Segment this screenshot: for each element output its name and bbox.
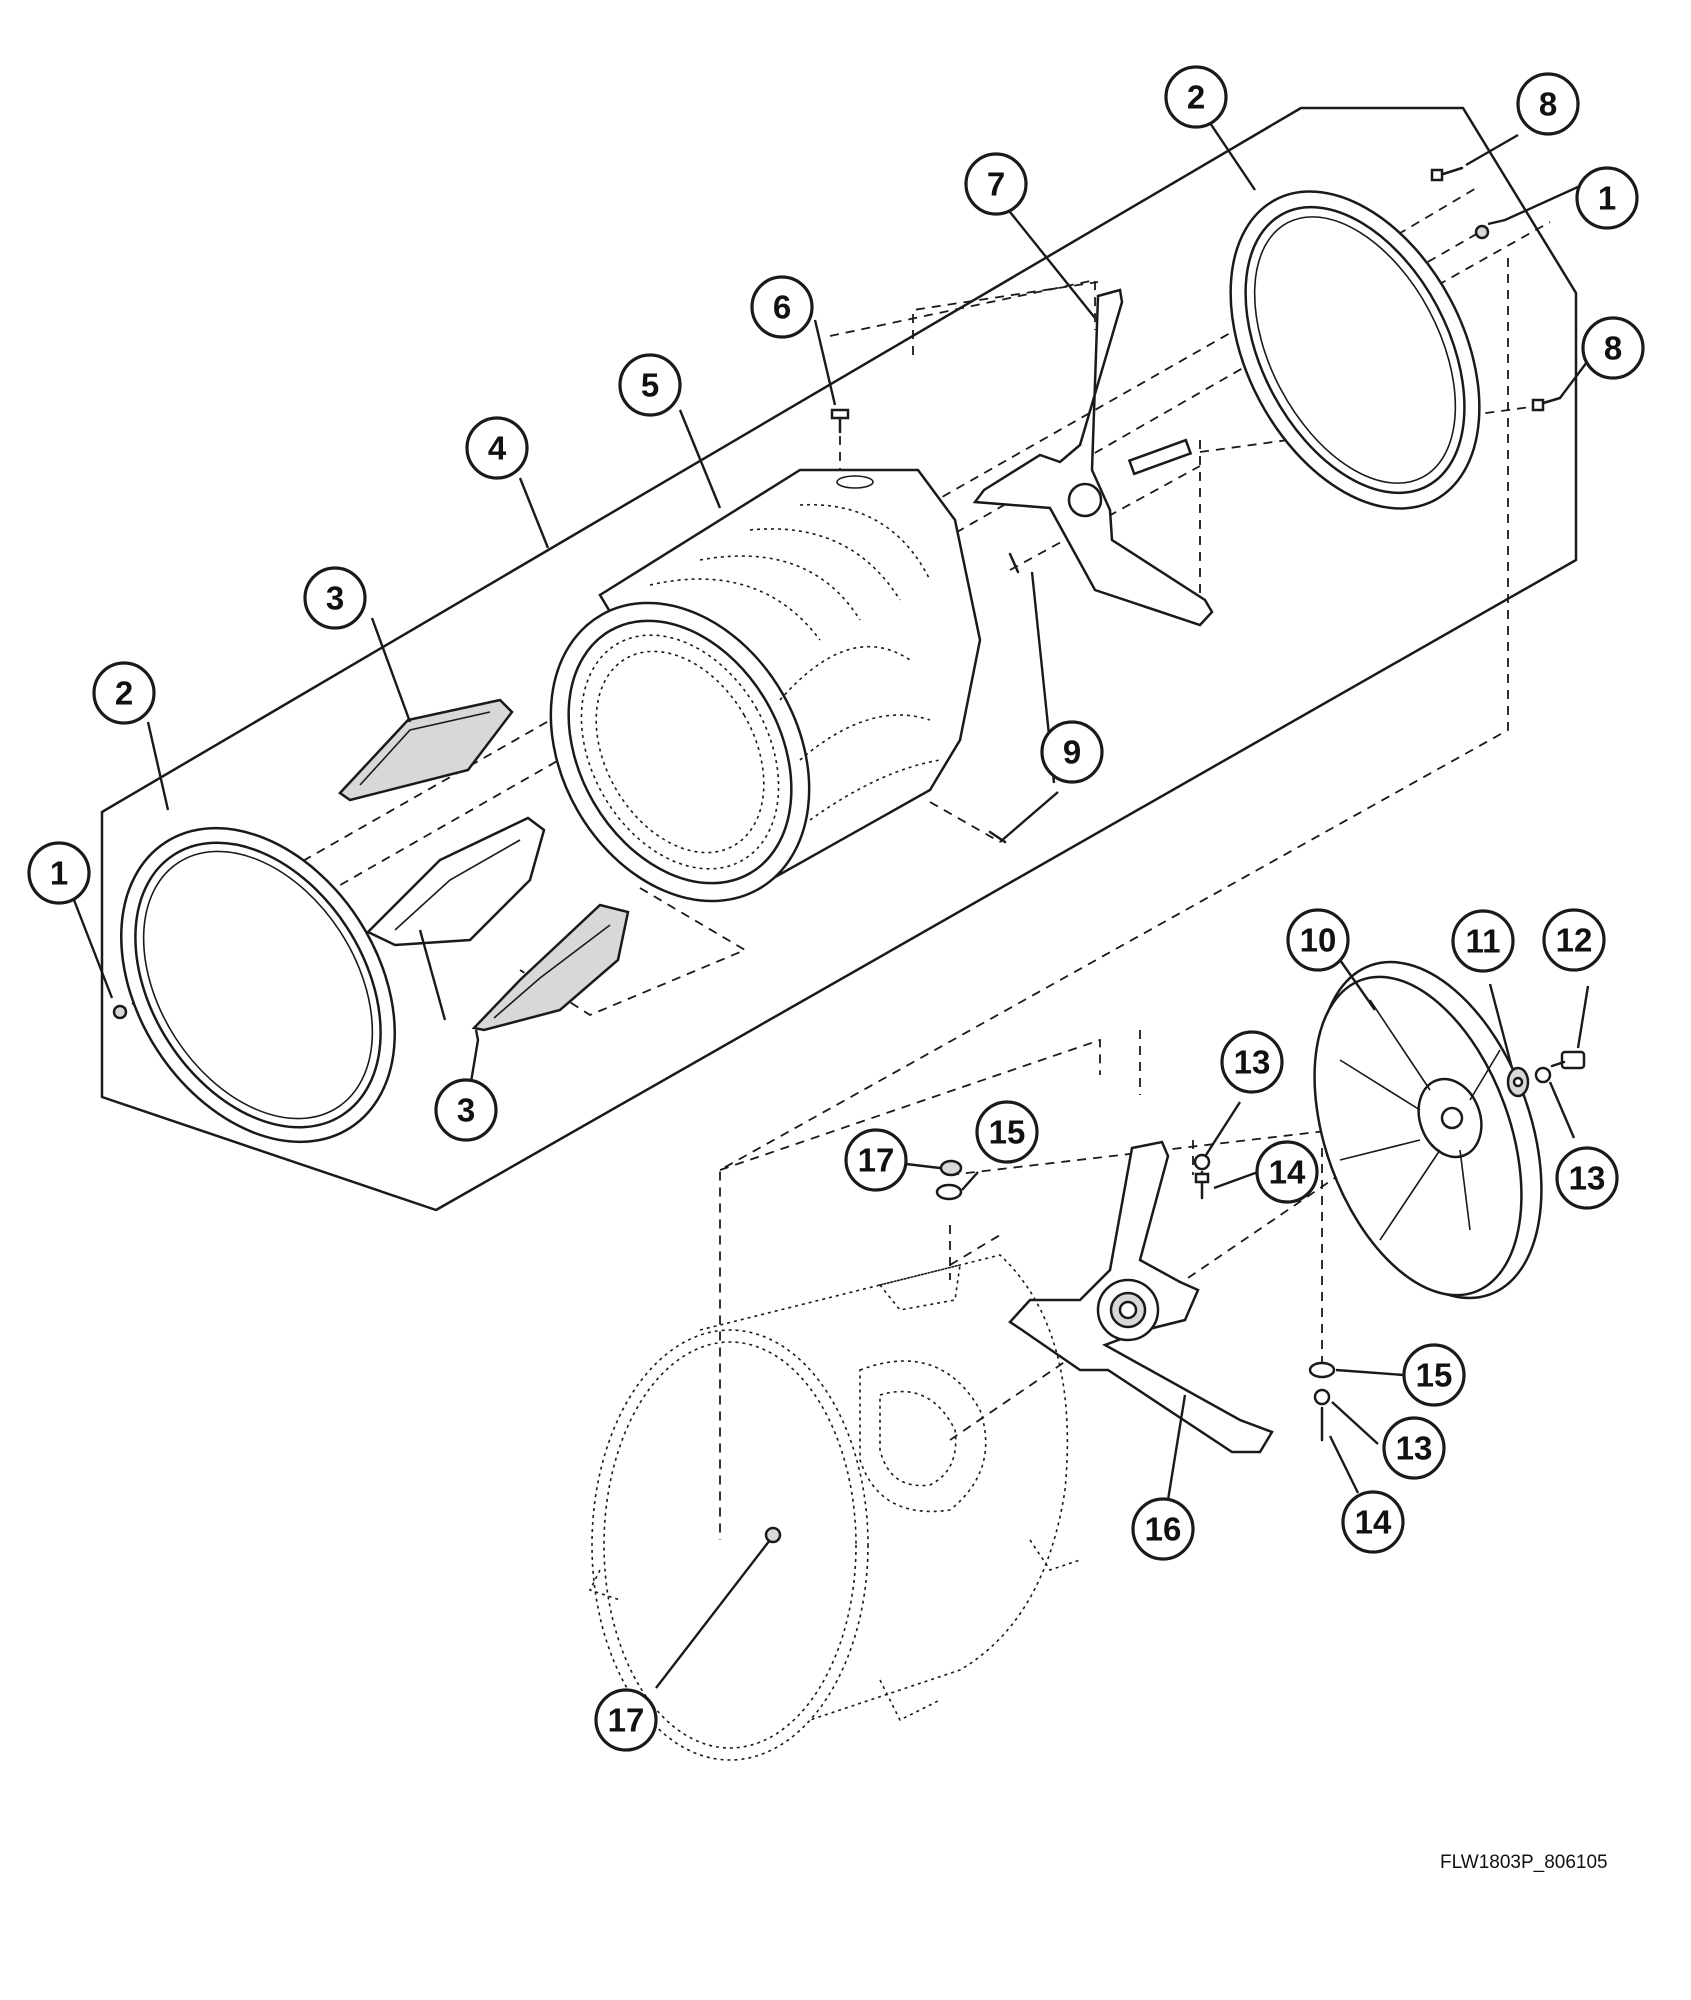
callout-16: 16	[1131, 1497, 1195, 1561]
callout-2-left-label: 2	[115, 675, 133, 712]
callout-14-upper: 14	[1255, 1140, 1319, 1204]
callout-14-lower-label: 14	[1355, 1504, 1392, 1541]
washer-part-15-lower	[1308, 1361, 1336, 1379]
drum-lifter-part-3-lower	[471, 903, 630, 1032]
nut-part-1-right	[1474, 224, 1490, 240]
callout-17-upper-label: 17	[858, 1142, 895, 1179]
callout-8-lower: 8	[1581, 316, 1645, 380]
callout-1-right-label: 1	[1598, 180, 1616, 217]
callout-10-label: 10	[1300, 922, 1337, 959]
lock-washer-part-13-pulley	[1534, 1066, 1552, 1084]
outer-tub-part-17	[588, 1254, 1081, 1761]
callout-3-upper-label: 3	[326, 580, 344, 617]
callout-13-upper-label: 13	[1234, 1044, 1271, 1081]
screw-part-8-lower	[1531, 396, 1562, 412]
callout-1-left: 1	[27, 841, 91, 905]
callout-10: 10	[1286, 908, 1350, 972]
callout-13-lower: 13	[1382, 1416, 1446, 1480]
callout-12-label: 12	[1556, 922, 1593, 959]
callout-9-label: 9	[1063, 734, 1081, 771]
callout-6: 6	[750, 275, 814, 339]
bearing-housing-part-16	[1008, 1140, 1274, 1454]
callout-17-upper: 17	[844, 1128, 908, 1192]
drive-pulley-part-10	[1313, 960, 1543, 1300]
callout-3-lower-label: 3	[457, 1092, 475, 1129]
callout-8-upper-label: 8	[1539, 86, 1557, 123]
callout-5-label: 5	[641, 367, 659, 404]
callout-15-lower-label: 15	[1416, 1357, 1453, 1394]
callout-7: 7	[964, 152, 1028, 216]
bolt-part-12	[1550, 1050, 1586, 1070]
lock-washer-part-13-lower	[1313, 1388, 1331, 1406]
callout-3-lower: 3	[434, 1078, 498, 1142]
callout-15-lower: 15	[1402, 1343, 1466, 1407]
callout-8-lower-label: 8	[1604, 330, 1622, 367]
callout-2-right: 2	[1164, 65, 1228, 129]
callout-8-upper: 8	[1516, 72, 1580, 136]
callout-1-right: 1	[1575, 166, 1639, 230]
callout-17-lower: 17	[594, 1688, 658, 1752]
callout-2-left: 2	[92, 661, 156, 725]
drum-lifter-part-3-upper	[338, 698, 514, 802]
washer-part-15-upper	[935, 1183, 963, 1201]
callout-13-upper: 13	[1220, 1030, 1284, 1094]
callout-11-label: 11	[1466, 923, 1501, 960]
callout-2-right-label: 2	[1187, 79, 1205, 116]
callout-15-upper: 15	[975, 1100, 1039, 1164]
lock-washer-part-13-upper	[1193, 1153, 1211, 1171]
rear-drum-ring-part-2	[1229, 190, 1481, 510]
screw-part-6	[830, 408, 850, 434]
callout-6-label: 6	[773, 289, 791, 326]
figure-reference-code: FLW1803P_806105	[1440, 1852, 1608, 1873]
callout-13-pulley-label: 13	[1569, 1160, 1606, 1197]
basket-assembly-outline	[100, 106, 1578, 1212]
callout-17-lower-label: 17	[608, 1702, 645, 1739]
callout-9: 9	[1040, 720, 1104, 784]
callout-13-pulley: 13	[1555, 1146, 1619, 1210]
screw-part-9-upper	[1008, 552, 1020, 574]
washer-part-11	[1506, 1066, 1530, 1098]
screw-part-8-upper	[1430, 166, 1464, 182]
drum-lifter-part-3-middle	[365, 816, 546, 947]
front-drum-ring-part-2	[119, 826, 397, 1144]
callout-4: 4	[465, 416, 529, 480]
callout-16-label: 16	[1145, 1511, 1182, 1548]
callout-14-lower: 14	[1341, 1490, 1405, 1554]
leader-lines	[72, 119, 1591, 1689]
callout-15-upper-label: 15	[989, 1114, 1026, 1151]
callout-7-label: 7	[987, 166, 1005, 203]
drum-spider-part-7	[972, 288, 1214, 627]
callout-14-upper-label: 14	[1269, 1154, 1306, 1191]
callout-1-left-label: 1	[50, 855, 68, 892]
nut-part-1-left	[112, 1004, 128, 1020]
callout-11: 11	[1451, 909, 1515, 973]
callout-5: 5	[618, 353, 682, 417]
callout-3-upper: 3	[303, 566, 367, 630]
lower-assembly-axis-lines	[719, 258, 1509, 1540]
callout-12: 12	[1542, 908, 1606, 972]
callout-13-lower-label: 13	[1396, 1430, 1433, 1467]
inner-drum-basket-part-5	[549, 468, 982, 903]
washer-part-17-upper	[939, 1159, 963, 1177]
callout-4-label: 4	[488, 430, 507, 467]
bolt-part-14-upper	[1194, 1170, 1210, 1200]
